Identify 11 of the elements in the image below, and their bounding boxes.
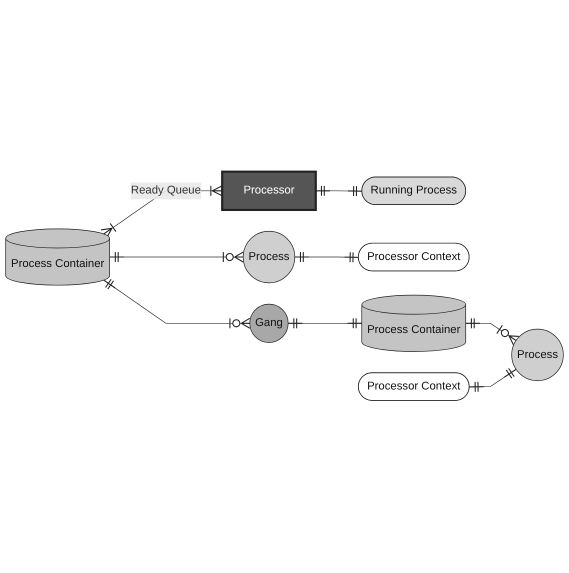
node-circle xyxy=(511,329,564,382)
connector xyxy=(468,368,517,393)
connector xyxy=(465,318,520,346)
connector xyxy=(109,252,244,263)
node-circle xyxy=(242,231,296,284)
node-box xyxy=(221,171,317,212)
connector xyxy=(315,186,363,198)
connector xyxy=(103,279,250,330)
connector xyxy=(294,252,360,264)
connector xyxy=(288,318,362,330)
node-circle xyxy=(249,304,289,344)
